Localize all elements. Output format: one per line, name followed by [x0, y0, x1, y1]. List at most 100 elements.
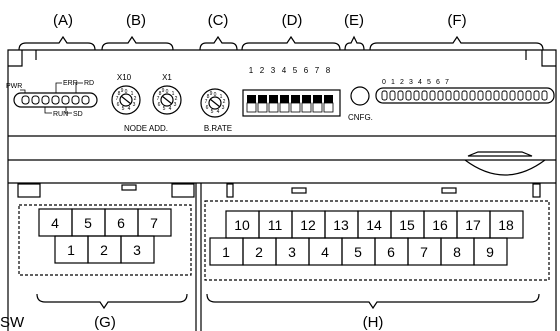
section-label-d: (D): [282, 12, 303, 29]
svg-text:7: 7: [116, 96, 119, 102]
svg-text:5: 5: [122, 106, 125, 112]
rotary-switch-x10[interactable]: [111, 85, 141, 115]
err-led: [51, 95, 60, 105]
svg-text:8: 8: [159, 91, 162, 97]
terminal-block-h: [204, 200, 550, 281]
terminal-h-15: 15: [399, 217, 415, 233]
brace-c: [199, 35, 238, 51]
svg-text:0: 0: [382, 79, 386, 86]
svg-text:8: 8: [326, 66, 331, 75]
rotary-brate-digits: 0 1 2 3 4 5 6 7 8 9: [205, 91, 226, 115]
svg-text:9: 9: [121, 88, 124, 94]
terminal-block-g: [18, 204, 192, 276]
terminal-h-7: 7: [420, 244, 428, 260]
svg-text:5: 5: [163, 106, 166, 112]
section-label-a: (A): [53, 12, 73, 29]
terminal-g-1: 1: [67, 242, 75, 258]
svg-text:1: 1: [131, 91, 134, 97]
rotary-x1-digits: 0 1 2 3 4 5 6 7 8 9: [157, 88, 178, 112]
brace-d: [241, 35, 341, 51]
svg-text:8: 8: [118, 91, 121, 97]
terminal-h-3: 3: [288, 244, 296, 260]
svg-text:7: 7: [445, 79, 449, 86]
terminal-g-3: 3: [133, 242, 141, 258]
terminal-h-18: 18: [498, 217, 514, 233]
sd-label: SD: [73, 111, 83, 118]
terminal-h-11: 11: [268, 217, 283, 233]
terminal-h-5: 5: [354, 244, 362, 260]
svg-text:9: 9: [162, 88, 165, 94]
terminal-h-9: 9: [486, 244, 494, 260]
svg-text:7: 7: [205, 99, 208, 105]
io-led-numbers: 0 1 2 3 4 5 6 7: [382, 79, 449, 86]
err-label: ERR: [63, 80, 78, 87]
sd-led: [61, 95, 70, 105]
rotary-x10-digits: 0 1 2 3 4 5 6 7 8 9: [116, 88, 137, 112]
section-label-f: (F): [447, 12, 466, 29]
x1-label: X1: [162, 73, 172, 82]
rd-led: [71, 95, 80, 105]
svg-text:4: 4: [217, 109, 220, 115]
brace-h: [206, 293, 540, 310]
terminal-h-16: 16: [432, 217, 448, 233]
section-label-e: (E): [344, 12, 364, 29]
svg-text:4: 4: [128, 106, 131, 112]
svg-text:4: 4: [282, 66, 287, 75]
terminal-h-10: 10: [234, 217, 250, 233]
node-addr-label: NODE ADD.: [124, 124, 168, 133]
svg-text:1: 1: [220, 94, 223, 100]
svg-text:3: 3: [174, 102, 177, 108]
brace-e: [344, 35, 365, 51]
brace-f: [369, 35, 544, 51]
x10-label: X10: [117, 73, 132, 82]
terminal-g-2: 2: [100, 242, 108, 258]
dip-numbers: 1 2 3 4 5 6 7 8: [249, 66, 331, 75]
section-label-b: (B): [126, 12, 146, 29]
io-led-strip: [375, 87, 555, 104]
svg-text:7: 7: [157, 96, 160, 102]
section-label-g: (G): [94, 314, 116, 331]
rd-label: RD: [84, 80, 94, 87]
svg-text:6: 6: [436, 79, 440, 86]
svg-text:5: 5: [211, 109, 214, 115]
pwr-label: PWR: [6, 83, 22, 90]
rotary-switch-brate[interactable]: [200, 88, 230, 118]
svg-text:1: 1: [391, 79, 395, 86]
section-label-h: (H): [363, 314, 384, 331]
cnfg-button[interactable]: [350, 86, 370, 106]
svg-text:5: 5: [293, 66, 298, 75]
extra-led-2: [81, 95, 90, 105]
terminal-h-14: 14: [366, 217, 382, 233]
svg-text:8: 8: [207, 94, 210, 100]
terminal-g-6: 6: [117, 215, 125, 231]
svg-text:2: 2: [175, 96, 178, 102]
cnfg-label: CNFG.: [348, 113, 373, 122]
svg-text:2: 2: [223, 99, 226, 105]
extra-led: [41, 95, 50, 105]
terminal-h-17: 17: [465, 217, 481, 233]
dip-switch[interactable]: [242, 89, 341, 117]
terminal-h-13: 13: [333, 217, 349, 233]
svg-text:4: 4: [418, 79, 422, 86]
status-led-group: [13, 82, 98, 114]
terminal-h-1: 1: [222, 244, 230, 260]
terminal-h-8: 8: [453, 244, 461, 260]
terminal-h-12: 12: [300, 217, 316, 233]
svg-text:9: 9: [210, 91, 213, 97]
terminal-h-2: 2: [255, 244, 263, 260]
pwr-led: [21, 95, 30, 105]
svg-text:6: 6: [117, 102, 120, 108]
device-body: [7, 49, 557, 331]
run-led: [31, 95, 40, 105]
rotary-switch-x1[interactable]: [152, 85, 182, 115]
svg-text:3: 3: [409, 79, 413, 86]
svg-text:6: 6: [158, 102, 161, 108]
svg-text:0: 0: [166, 89, 169, 95]
run-label: RUN: [53, 111, 68, 118]
section-label-c: (C): [208, 12, 229, 29]
svg-text:2: 2: [400, 79, 404, 86]
brace-g: [36, 293, 188, 310]
svg-text:1: 1: [249, 66, 254, 75]
terminal-h-6: 6: [387, 244, 395, 260]
